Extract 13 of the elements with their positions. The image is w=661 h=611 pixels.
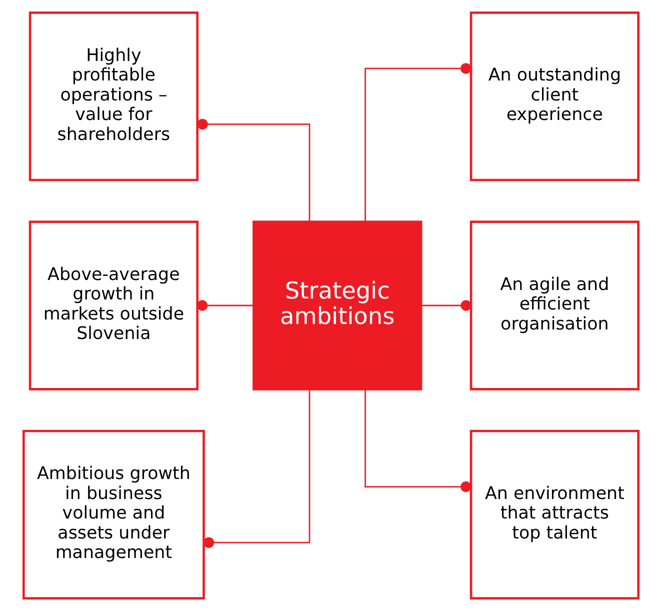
node-box: Strategic ambitions <box>252 220 422 390</box>
connector <box>202 389 310 548</box>
node-box: An outstanding client experience <box>469 12 640 182</box>
node-box: Above-average growth in markets outside Slovenia <box>28 220 198 390</box>
node-box: An agile and efficient organisation <box>469 220 640 390</box>
connector <box>196 300 253 311</box>
connector <box>364 389 471 492</box>
connector <box>364 63 471 222</box>
connector <box>420 300 471 311</box>
node-box: An environment that attracts top talent <box>469 430 640 600</box>
node-box: Highly profitable operations – value for shareholders <box>28 12 198 182</box>
connector <box>196 118 310 222</box>
node-box: Ambitious growth in business volume and assets under management <box>22 430 204 600</box>
